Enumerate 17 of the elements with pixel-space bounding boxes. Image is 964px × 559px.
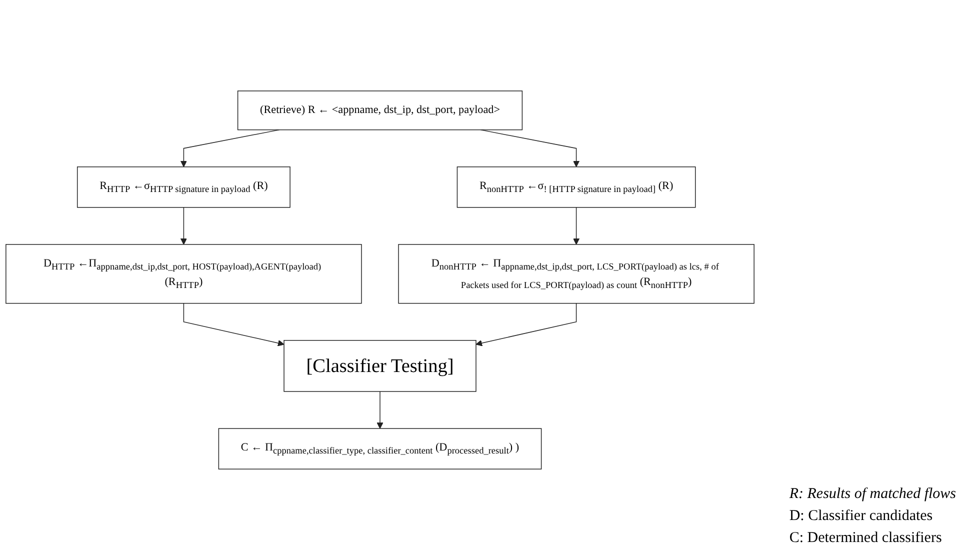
- arrow: [180, 128, 280, 167]
- arrow: [476, 302, 577, 346]
- node-box: R$_{nonHTTP}$ ←σ$_{! [HTTP signature in payload]}$ (R): [456, 166, 696, 208]
- node-box: D$_{nonHTTP}$ ← Π$_{appname,dst_ip,dst_port, LCS_PORT(payload) as lcs, # of}$ $_{Packets used for LCS_PORT(payload) as count}$ (R$_{nonHTTP}$): [398, 244, 754, 304]
- arrow: [180, 206, 187, 244]
- legend-note: D: Classifier candidates: [789, 507, 934, 526]
- legend-note: C: Determined classifiers: [789, 529, 943, 548]
- node-box: C ← Π$_{cppname,classifier_type, classifier_content}$ (D$_{processed_result}$) ): [218, 428, 542, 469]
- node-box: (Retrieve) R ← <appname, dst_ip, dst_port, payload>: [237, 90, 523, 130]
- arrow: [183, 302, 284, 346]
- node-box: R$_{HTTP}$ ←σ$_{HTTP signature in payload}$ (R): [76, 166, 290, 208]
- arrow: [573, 206, 580, 244]
- arrow: [376, 390, 384, 428]
- node-box: [Classifier Testing]: [284, 340, 476, 392]
- arrow: [480, 128, 580, 167]
- legend-note: R: Results of matched flows: [789, 485, 956, 504]
- node-box: D$_{HTTP}$ ←Π$_{appname,dst_ip,dst_port, HOST(payload),AGENT(payload)}$ (R$_{HTTP}$): [6, 244, 362, 304]
